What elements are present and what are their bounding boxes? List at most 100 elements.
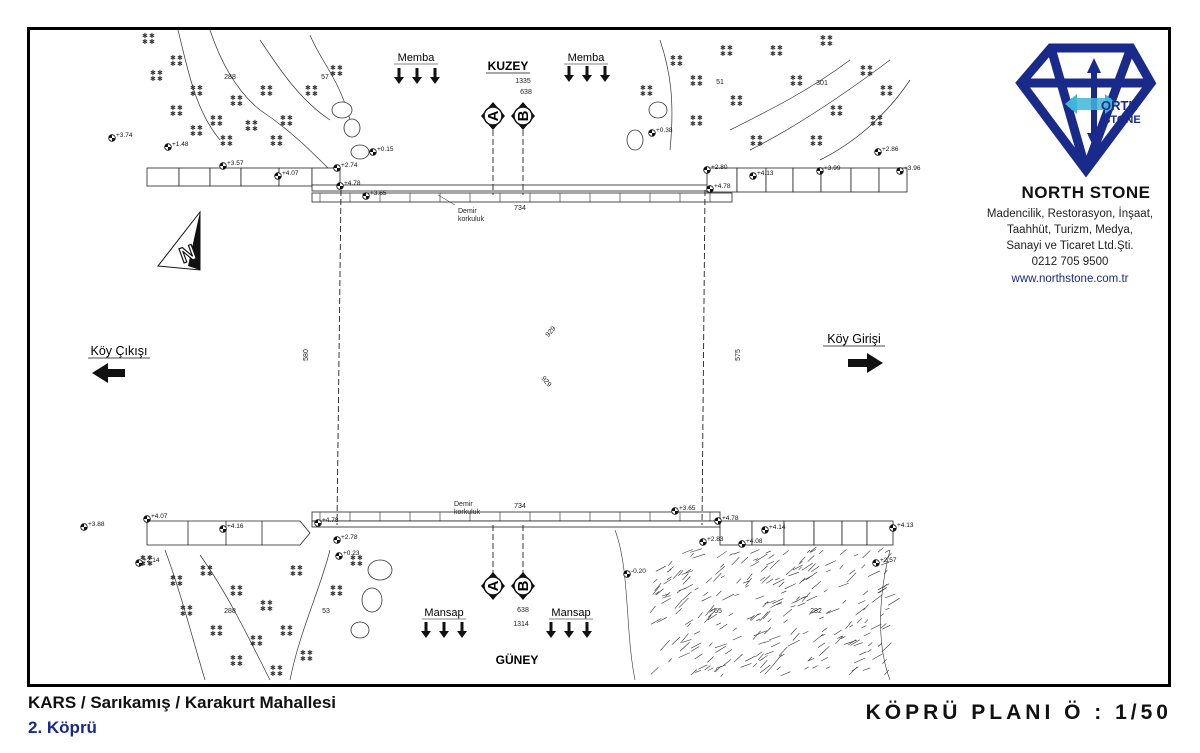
logo-text-orth: ORTH: [1101, 98, 1138, 113]
terrain-hatch: [690, 548, 703, 553]
terrain-hatch: [825, 666, 831, 669]
terrain-hatch: [766, 578, 774, 584]
shrub-icon: ✱: [230, 100, 236, 108]
terrain-hatch: [690, 642, 702, 649]
terrain-hatch: [694, 653, 703, 660]
shrub-icon: ✱: [880, 90, 886, 98]
terrain-hatch: [768, 554, 775, 559]
terrain-hatch: [661, 597, 672, 604]
bottom-railing-posts: [319, 512, 711, 521]
shrub-icon: ✱: [190, 84, 196, 92]
terrain-hatch: [682, 573, 689, 581]
section-a-top-label: A: [485, 110, 502, 121]
terrain-hatch: [804, 666, 809, 670]
terrain-hatch: [668, 658, 672, 663]
flow-arrow-icon: [457, 622, 467, 638]
shrub-icon: ✱: [887, 90, 893, 98]
shrub-icon: ✱: [170, 110, 176, 118]
shrub-icon: ✱: [727, 50, 733, 58]
terrain-hatch: [772, 578, 785, 586]
elevation-label: +2.83: [707, 536, 724, 543]
terrain-hatch: [853, 642, 863, 647]
terrain-hatch: [713, 573, 722, 582]
shrub-icon: ✱: [720, 44, 726, 52]
terrain-hatch: [818, 616, 824, 620]
dim-top-638: 638: [520, 89, 532, 96]
terrain-hatch: [806, 595, 818, 602]
terrain-hatch: [746, 573, 753, 581]
bottom-deck: [311, 511, 721, 528]
shrub-icon: ✱: [260, 90, 266, 98]
terrain-hatch: [887, 598, 900, 606]
shrub-icon: ✱: [280, 114, 286, 122]
terrain-hatch: [884, 549, 890, 553]
elevation-marker: +0.15: [369, 146, 394, 156]
terrain-hatch: [770, 601, 783, 608]
shrub-icon: ✱: [337, 64, 343, 72]
shrub-icon: ✱: [260, 599, 266, 607]
flow-arrow-icon: [430, 68, 440, 84]
shrub-icon: ✱: [197, 90, 203, 98]
terrain-hatch: [698, 664, 708, 670]
shrub-icon: ✱: [867, 70, 873, 78]
terrain-hatch: [871, 594, 882, 603]
shrub-icon: ✱: [697, 114, 703, 122]
shrub-icon: ✱: [357, 560, 363, 568]
terrain-hatch: [867, 570, 881, 577]
elevation-label: +4.78: [344, 180, 361, 187]
elevation-marker: +3.65: [671, 505, 696, 515]
terrain-hatch: [713, 668, 718, 672]
terrain-hatch: [825, 610, 832, 614]
shrub-icon: ✱: [770, 50, 776, 58]
terrain-hatch: [778, 581, 785, 588]
terrain-hatch: [880, 623, 887, 629]
terrain-hatch: [720, 673, 724, 678]
terrain-hatch: [682, 591, 692, 601]
terrain-hatch: [790, 605, 796, 608]
shrub-icon: ✱: [277, 670, 283, 678]
terrain-top-left: [177, 30, 351, 171]
shrub-icon: ✱: [287, 120, 293, 128]
downstream-label-left: Mansap: [424, 607, 463, 619]
shrub-icon: ✱: [200, 570, 206, 578]
shrub-icon: ✱: [197, 84, 203, 92]
terrain-hatch: [672, 569, 682, 579]
shrub-icon: ✱: [170, 574, 176, 582]
elevation-label: +3.88: [88, 521, 105, 528]
shrub-icon: ✱: [237, 100, 243, 108]
terrain-hatch: [826, 608, 840, 614]
terrain-hatch: [695, 669, 702, 673]
shrub-icon: ✱: [307, 649, 313, 657]
elevation-marker: +3.88: [80, 521, 105, 531]
terrain-hatch: [846, 572, 857, 583]
shrub-icon: ✱: [177, 110, 183, 118]
terrain-hatch: [690, 552, 694, 557]
company-website-link[interactable]: www.northstone.com.tr: [1011, 273, 1129, 285]
shrub-icon: ✱: [177, 54, 183, 62]
terrain-hatch: [732, 627, 737, 632]
terrain-hatch: [745, 577, 752, 587]
shrub-icon: ✱: [270, 664, 276, 672]
dim-top-1335: 1335: [515, 78, 531, 85]
shrub-icon: ✱: [880, 84, 886, 92]
elevation-marker: +3.74: [108, 132, 133, 142]
terrain-hatch: [767, 618, 772, 623]
elevation-marker: +4.07: [143, 513, 168, 523]
shrub-icon: ✱: [860, 64, 866, 72]
terrain-bottom-right: [614, 529, 900, 681]
terrain-hatch: [778, 646, 788, 657]
shrub-icon: ✱: [300, 649, 306, 657]
terrain-hatch: [800, 575, 812, 582]
upstream-label-left: Memba: [398, 52, 436, 64]
company-line-3: Sanayi ve Ticaret Ltd.Şti.: [1006, 240, 1134, 252]
terrain-hatch: [801, 592, 811, 602]
shrub-icon: ✱: [677, 54, 683, 62]
section-marker-b-top: B: [511, 102, 535, 130]
terrain-hatch: [808, 607, 821, 615]
terrain-hatch: [771, 642, 781, 648]
terrain-hatch: [877, 583, 890, 591]
terrain-hatch: [764, 664, 774, 675]
terrain-hatch: [733, 551, 740, 555]
shrub-icon: ✱: [197, 124, 203, 132]
terrain-hatch: [692, 553, 706, 559]
